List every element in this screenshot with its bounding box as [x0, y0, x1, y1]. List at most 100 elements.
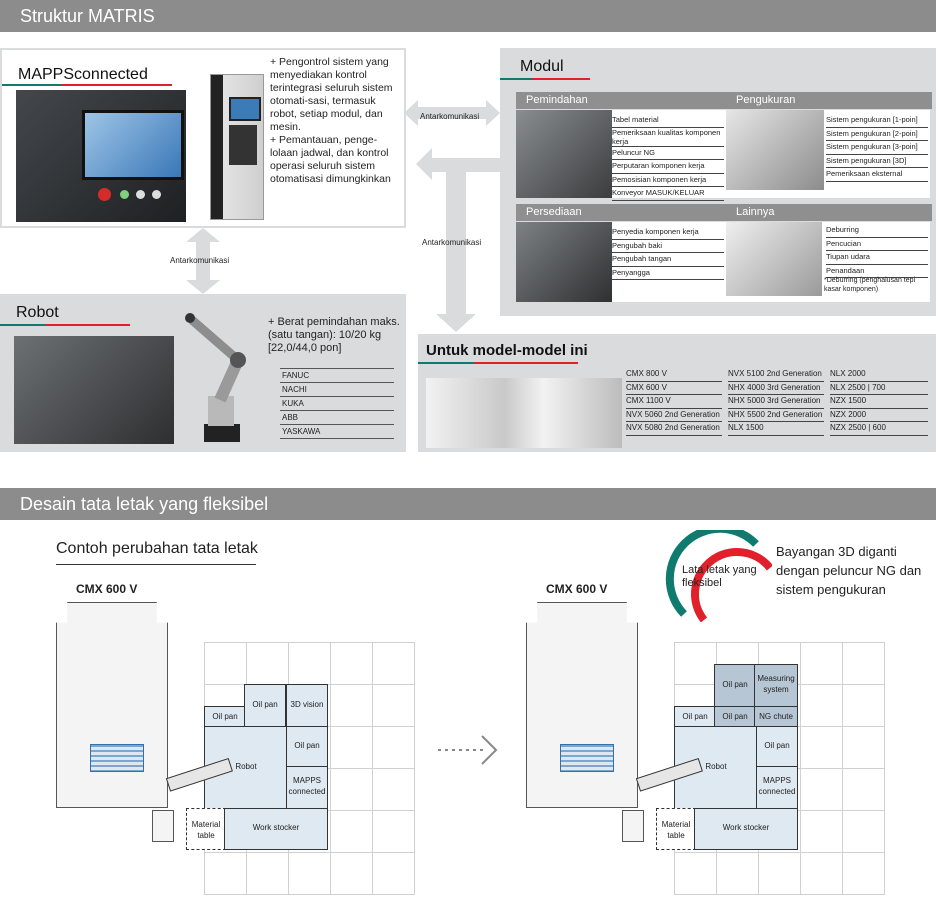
mapps-underline: [2, 84, 172, 86]
cell-mapps: MAPPS connected: [286, 766, 328, 810]
maker-yaskawa: YASKAWA: [280, 425, 394, 439]
list-item: Tiupan udara: [826, 251, 928, 265]
robot-description: + Berat pemindahan maks. (satu tangan): …: [268, 316, 400, 354]
white-button-icon: [136, 190, 145, 199]
model-item: NHX 4000 3rd Generation: [728, 382, 824, 395]
cell-material-table: Material table: [656, 808, 696, 850]
interlink-label: Antarkomunikasi: [422, 238, 482, 247]
lainnya-header: Lainnya: [726, 204, 932, 221]
pengukuran-photo: [726, 110, 824, 190]
emergency-stop-icon: [98, 188, 111, 201]
models-col1: CMX 800 V CMX 600 V CMX 1100 V NVX 5060 …: [626, 368, 722, 436]
robot-maker-list: FANUC NACHI KUKA ABB YASKAWA: [280, 368, 394, 439]
lainnya-note: *Deburring (penghalusan tepi kasar kompo…: [824, 277, 916, 293]
pengukuran-header: Pengukuran: [726, 92, 932, 109]
list-item: Pemeriksaan eksternal: [826, 168, 928, 182]
mapps-title: MAPPSconnected: [18, 66, 148, 83]
cell-oilpan: Oil pan: [244, 684, 286, 728]
maker-abb: ABB: [280, 411, 394, 425]
modul-title: Modul: [520, 58, 564, 75]
machine-table-icon: [90, 744, 144, 772]
list-item: Penandaan: [826, 265, 928, 278]
model-item: NZX 1500: [830, 395, 928, 409]
robot-cell-photo: [14, 336, 174, 444]
layout-note: Bayangan 3D diganti dengan peluncur NG d…: [776, 544, 922, 597]
persediaan-header: Persediaan: [516, 204, 726, 221]
list-item: Pemeriksaan kualitas komponen kerja: [612, 128, 724, 147]
persediaan-photo: [516, 222, 612, 302]
white-button-icon: [152, 190, 161, 199]
robot-panel: Robot + Berat pemindahan maks. (satu tan…: [0, 294, 406, 452]
coolant-tank-icon: [622, 810, 644, 842]
pengukuran-list: Sistem pengukuran [1-poin] Sistem penguk…: [826, 114, 928, 182]
list-item: Pemosisian komponen kerja: [612, 174, 724, 187]
model-item: NLX 2500 | 700: [830, 382, 928, 395]
models-col2: NVX 5100 2nd Generation NHX 4000 3rd Gen…: [728, 368, 824, 436]
robot-underline: [0, 324, 130, 326]
interlink-arrow-vertical: [186, 228, 220, 294]
section-header-struktur: Struktur MATRIS: [0, 0, 936, 32]
modul-panel: Modul Pemindahan Tabel material Pemeriks…: [500, 48, 936, 316]
mapps-description: + Pengontrol sistem yang menyediakan kon…: [270, 56, 393, 185]
persediaan-card: Penyedia komponen kerja Pengubah baki Pe…: [516, 222, 726, 302]
list-item: Penyedia komponen kerja: [612, 226, 724, 240]
maker-nachi: NACHI: [280, 383, 394, 397]
cell-work-stocker: Work stocker: [694, 808, 798, 850]
list-item: Sistem pengukuran [3-poin]: [826, 141, 928, 155]
cell-3d-vision: 3D vision: [286, 684, 328, 728]
section-title: Struktur MATRIS: [20, 6, 155, 26]
cell-ng-chute: NG chute: [754, 706, 798, 728]
flexible-layout-badge: [664, 524, 774, 623]
models-underline: [418, 362, 578, 364]
model-item: CMX 800 V: [626, 368, 722, 382]
cabinet-side: [211, 75, 223, 219]
lainnya-card: Deburring Pencucian Tiupan udara Penanda…: [726, 222, 930, 302]
list-item: Pengubah baki: [612, 240, 724, 253]
list-item: Sistem pengukuran [1-poin]: [826, 114, 928, 128]
lainnya-photo: [726, 222, 822, 296]
model-item: CMX 1100 V: [626, 395, 722, 409]
cell-work-stocker: Work stocker: [224, 808, 328, 850]
coolant-tank-icon: [152, 810, 174, 842]
pengukuran-card: Sistem pengukuran [1-poin] Sistem penguk…: [726, 110, 930, 198]
list-item: Perputaran komponen kerja: [612, 160, 724, 174]
maker-fanuc: FANUC: [280, 368, 394, 383]
list-item: Peluncur NG: [612, 147, 724, 160]
pemindahan-list: Tabel material Pemeriksaan kualitas komp…: [612, 114, 724, 201]
pemindahan-photo: [516, 110, 612, 198]
list-item: Deburring: [826, 224, 928, 238]
badge-label: Lata letak yang fleksibel: [682, 564, 757, 589]
lainnya-list: Deburring Pencucian Tiupan udara Penanda…: [826, 224, 928, 278]
list-item: Konveyor MASUK/KELUAR: [612, 187, 724, 201]
list-item: Tabel material: [612, 114, 724, 128]
cell-measuring-system: Measuring system: [754, 664, 798, 708]
machine-outline: [56, 602, 168, 808]
machine-label: CMX 600 V: [76, 582, 138, 596]
robot-arm-icon: [180, 308, 256, 444]
interlink-arrow-horizontal: [404, 100, 500, 126]
model-item: NZX 2000: [830, 409, 928, 422]
persediaan-list: Penyedia komponen kerja Pengubah baki Pe…: [612, 226, 724, 280]
cell-mapps: MAPPS connected: [756, 766, 798, 810]
models-col3: NLX 2000 NLX 2500 | 700 NZX 1500 NZX 200…: [830, 368, 928, 436]
pemindahan-card: Tabel material Pemeriksaan kualitas komp…: [516, 110, 726, 201]
modul-underline: [500, 78, 590, 80]
list-item: Sistem pengukuran [2-poin]: [826, 128, 928, 141]
model-item: NVX 5080 2nd Generation: [626, 422, 722, 436]
interlink-arrow-elbow: [416, 142, 500, 332]
mapps-box: MAPPSconnected + Pengontrol sistem yang …: [2, 50, 404, 226]
cabinet-screen-icon: [229, 97, 261, 121]
models-panel: Untuk model-model ini CMX 800 V CMX 600 …: [418, 334, 936, 452]
cell-oilpan: Oil pan: [756, 726, 798, 768]
subtitle-underline: [56, 564, 256, 565]
model-item: CMX 600 V: [626, 382, 722, 395]
model-item: NZX 2500 | 600: [830, 422, 928, 436]
model-item: NLX 1500: [728, 422, 824, 436]
machine-label: CMX 600 V: [546, 582, 608, 596]
transition-arrow-icon: [438, 730, 500, 770]
green-button-icon: [120, 190, 129, 199]
list-item: Pengubah tangan: [612, 253, 724, 267]
list-item: Penyangga: [612, 267, 724, 280]
section-title: Desain tata letak yang fleksibel: [20, 494, 269, 514]
model-item: NHX 5500 2nd Generation: [728, 409, 824, 422]
